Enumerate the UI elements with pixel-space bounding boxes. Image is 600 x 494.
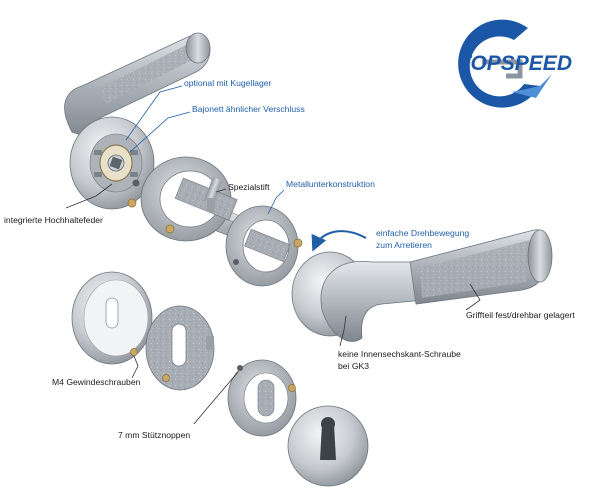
base-1-post xyxy=(206,336,214,350)
metal-ring-1 xyxy=(140,156,238,242)
keyhole-top-icon xyxy=(321,417,335,431)
ring-1-brass-pin xyxy=(165,224,175,234)
leader-stuetz xyxy=(193,371,239,425)
keyhole-slot-1 xyxy=(105,297,119,329)
ring-2-bar xyxy=(244,228,291,263)
front-lever-end-cap xyxy=(527,229,553,283)
m4-screw-2 xyxy=(162,374,170,382)
leader-bajonett xyxy=(129,111,191,153)
back-lever-grip-texture xyxy=(100,43,201,104)
ring-3-insert xyxy=(257,379,275,417)
leader-hochhaltefeder xyxy=(65,183,113,209)
rotation-arrow-icon xyxy=(311,230,367,252)
leader-kugellager xyxy=(125,85,183,141)
label-kugellager: optional mit Kugellager xyxy=(184,78,272,88)
label-metall: Metallunterkonstruktion xyxy=(286,179,375,189)
ring-2-brass-pin xyxy=(293,238,303,248)
back-screw-pin-2 xyxy=(132,179,140,187)
square-spindle-socket xyxy=(109,156,123,170)
leader-lines xyxy=(65,85,481,425)
front-handle xyxy=(291,229,553,342)
escutcheon-ring-2 xyxy=(227,359,297,437)
keyhole-rose xyxy=(287,405,369,487)
leader-spezialstift xyxy=(215,188,227,193)
escutcheon-base-1 xyxy=(130,305,215,391)
label-gewinde: M4 Gewindeschrauben xyxy=(52,377,141,387)
rose-cover-open xyxy=(71,271,153,365)
label-schraube-2: bei GK3 xyxy=(338,361,369,371)
front-lever-grip-texture xyxy=(420,240,530,298)
bayonet-tabs xyxy=(94,150,138,177)
leader-gewinde xyxy=(131,355,139,379)
back-lever-end-cap xyxy=(185,32,211,64)
label-griffteil: Griffteil fest/drehbar gelagert xyxy=(466,310,575,320)
label-spezialstift: Spezialstift xyxy=(228,182,270,192)
label-bajonett: Bajonett ähnlicher Verschluss xyxy=(192,104,305,114)
back-handle xyxy=(64,32,211,210)
leader-griffteil xyxy=(465,283,481,311)
label-stuetz: 7 mm Stütznoppen xyxy=(118,430,190,440)
m4-screw-1 xyxy=(130,348,138,356)
keyhole-slot-2 xyxy=(171,323,187,367)
label-drehbewegung-2: zum Arretieren xyxy=(376,240,432,250)
logo-arrow-icon xyxy=(512,74,552,98)
front-lever-neck xyxy=(320,261,425,342)
label-drehbewegung-1: einfache Drehbewegung xyxy=(376,228,469,238)
metal-ring-2 xyxy=(225,205,303,287)
back-screw-pin-1 xyxy=(127,198,137,208)
support-nub xyxy=(237,365,243,371)
logo-text: TOPSPEED xyxy=(458,52,572,75)
keyhole-icon xyxy=(320,424,336,460)
topspeed-logo: TOPSPEED xyxy=(458,19,572,108)
ring-3-brass-pin xyxy=(288,384,296,392)
leader-schraube xyxy=(339,315,347,347)
leader-metall xyxy=(267,189,285,215)
special-pin xyxy=(204,177,222,205)
label-hochhaltefeder: integrierte Hochhaltefeder xyxy=(4,215,103,225)
logo-inner-g-icon xyxy=(482,59,523,79)
ring-2-post xyxy=(233,259,239,265)
label-schraube-1: keine Innensechskant-Schraube xyxy=(338,349,461,359)
logo-swoosh-icon xyxy=(458,19,540,108)
ring-1-post xyxy=(207,198,215,212)
